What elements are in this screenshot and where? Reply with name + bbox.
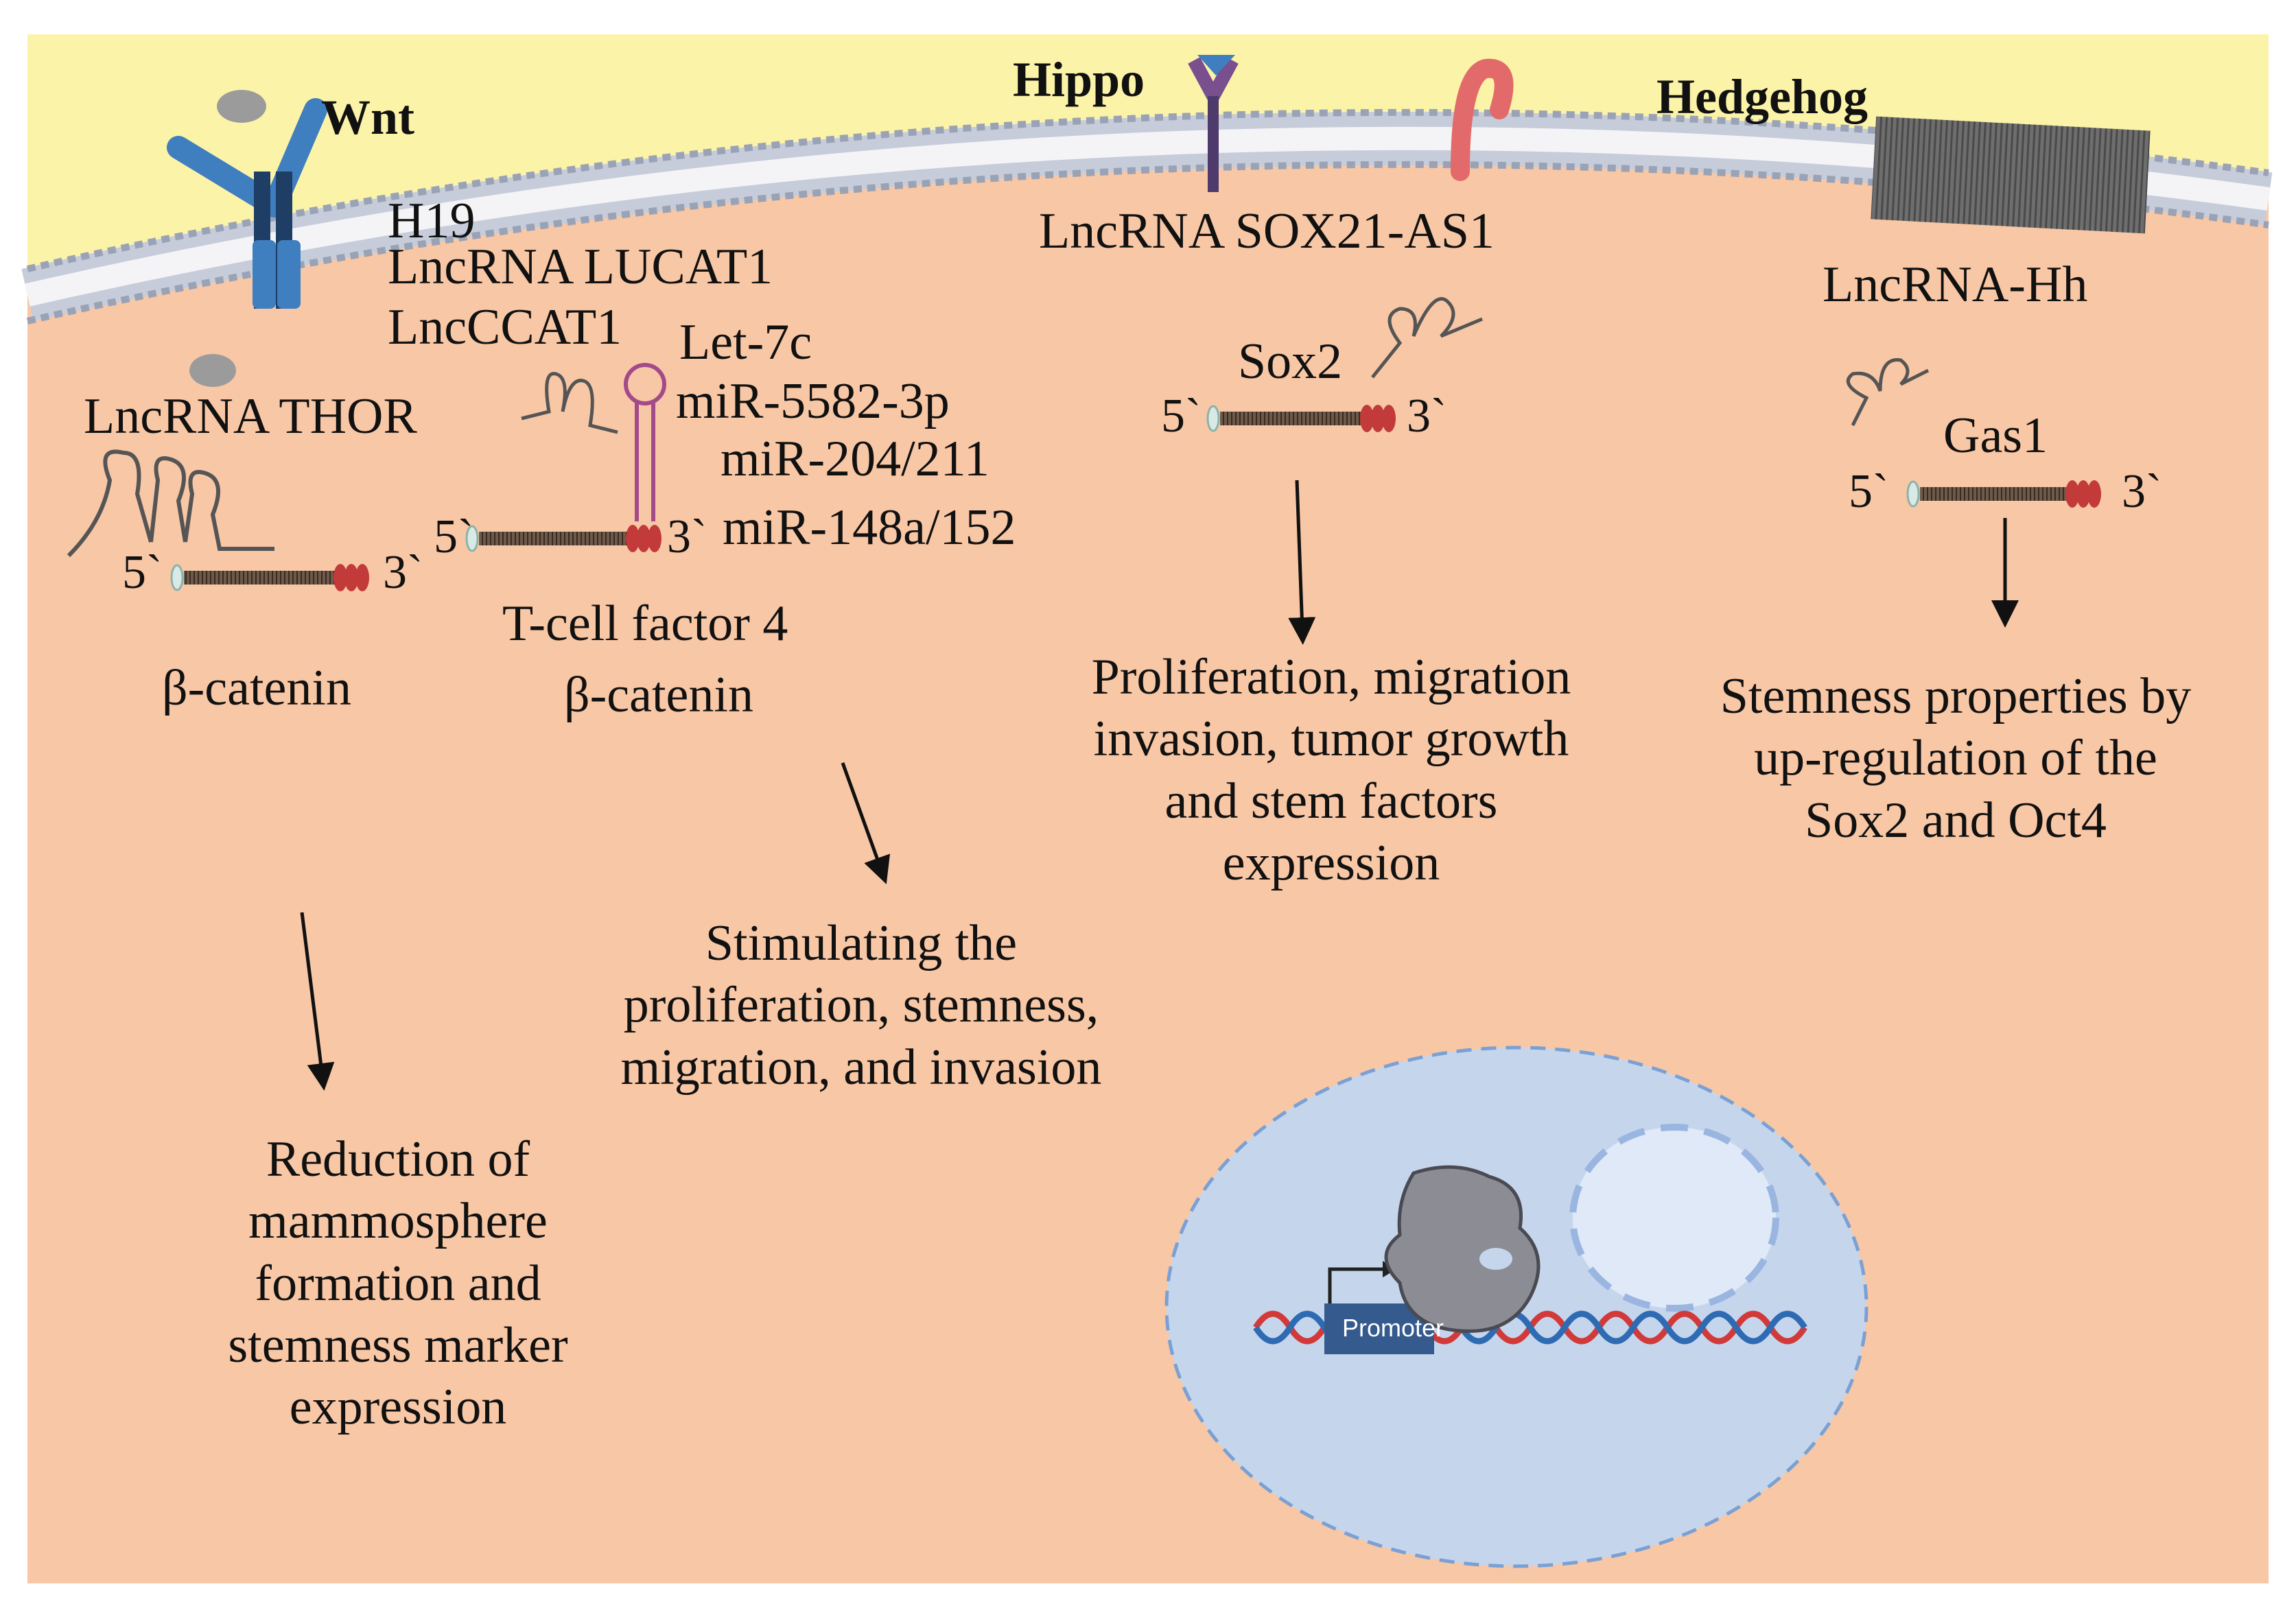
hedgehog-receptor-icon bbox=[1871, 116, 2151, 234]
lnc-sox21-as1-label: LncRNA SOX21-AS1 bbox=[1039, 203, 1495, 259]
mrna-beta-catenin-1 bbox=[170, 564, 369, 591]
arrow-thor-outcome bbox=[300, 912, 335, 1091]
arrow-sox2-outcome bbox=[1288, 480, 1316, 645]
hippo-receptor-icon bbox=[1188, 55, 1239, 192]
mirna-204-211-label: miR-204/211 bbox=[721, 431, 989, 487]
mrna3-three-prime: 3` bbox=[1407, 390, 1447, 442]
lnc-thor-structure-icon bbox=[67, 449, 274, 558]
lncrna-h19-structure-icon bbox=[521, 372, 618, 434]
lnc-sox21-as1-structure-icon bbox=[1371, 297, 1483, 379]
mrna4-five-prime: 5` bbox=[1849, 465, 1889, 518]
outcome-thor-text: Reduction of mammosphere formation and s… bbox=[228, 1131, 568, 1436]
lnc-hh-structure-icon bbox=[1846, 358, 1930, 427]
pathway-hedgehog-label: Hedgehog bbox=[1656, 69, 1869, 124]
mrna2-five-prime: 5` bbox=[434, 510, 474, 563]
tcf4-label: T-cell factor 4 bbox=[502, 595, 788, 652]
outcome-h19-text: Stimulating the proliferation, stemness,… bbox=[620, 915, 1102, 1096]
mirna-hairpin-icon bbox=[624, 363, 666, 521]
lnc-ccat1-label: LncCCAT1 bbox=[388, 299, 622, 355]
pathway-hippo-label: Hippo bbox=[1013, 52, 1145, 107]
outcome-gas1-text: Stemness properties by up-regulation of … bbox=[1720, 668, 2192, 849]
rna-polymerase-icon bbox=[1384, 1165, 1541, 1333]
lnc-lucat1-label: LncRNA LUCAT1 bbox=[388, 239, 773, 295]
mrna3-five-prime: 5` bbox=[1161, 390, 1202, 442]
mirna-let7c-label: Let-7c bbox=[679, 314, 812, 370]
sox2-label: Sox2 bbox=[1238, 333, 1343, 390]
gas1-label: Gas1 bbox=[1943, 408, 2048, 464]
pathway-wnt-label: Wnt bbox=[321, 90, 415, 145]
mirna-148a-152-label: miR-148a/152 bbox=[723, 499, 1016, 556]
outcome-sox2-text: Proliferation, migration invasion, tumor… bbox=[1091, 649, 1571, 891]
lnc-h19-label: H19 bbox=[388, 193, 476, 249]
arrow-h19-outcome bbox=[841, 762, 891, 884]
lnc-hh-label: LncRNA-Hh bbox=[1823, 257, 2088, 313]
lnc-thor-label: LncRNA THOR bbox=[84, 388, 417, 445]
mrna-gas1 bbox=[1906, 480, 2101, 508]
transcription-start-arrow bbox=[1328, 1267, 1386, 1303]
wnt-ligand-icon bbox=[189, 354, 236, 387]
promoter-label: Promoter bbox=[1342, 1314, 1444, 1342]
beta-catenin-label-1: β-catenin bbox=[162, 660, 351, 716]
mirna-5582-label: miR-5582-3p bbox=[676, 373, 950, 429]
mrna1-five-prime: 5` bbox=[122, 546, 163, 599]
mrna1-three-prime: 3` bbox=[383, 546, 423, 599]
mrna-sox2 bbox=[1206, 405, 1396, 432]
mrna4-three-prime: 3` bbox=[2122, 465, 2162, 518]
wnt-receptor-icon bbox=[167, 90, 327, 309]
nucleolus bbox=[1569, 1124, 1779, 1312]
beta-catenin-label-2: β-catenin bbox=[564, 667, 753, 723]
mrna2-three-prime: 3` bbox=[667, 510, 707, 563]
mrna-tcf4 bbox=[465, 525, 661, 552]
hippo-ligand-icon bbox=[1451, 58, 1514, 181]
